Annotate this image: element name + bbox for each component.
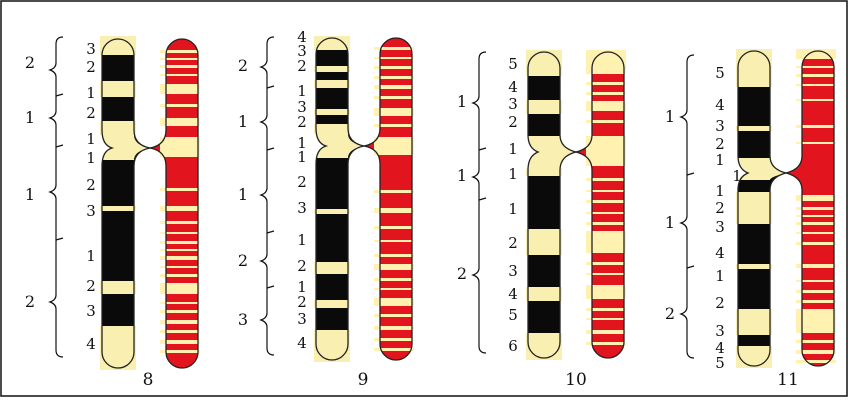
- band-label: 3: [297, 310, 307, 328]
- band-label: 2: [297, 113, 307, 131]
- region-label: 2: [457, 264, 467, 283]
- region-label: 1: [457, 92, 467, 111]
- band-label: 3: [508, 95, 518, 113]
- band-label: 1: [508, 140, 518, 158]
- band-label: 6: [508, 337, 518, 355]
- region-label: 2: [665, 304, 675, 323]
- pale-band: [100, 121, 136, 135]
- region-label: 1: [25, 108, 35, 127]
- band-label: 2: [715, 199, 725, 217]
- pale-band: [314, 330, 350, 362]
- region-label: 3: [238, 310, 248, 329]
- band-label: 2: [297, 257, 307, 275]
- region-label: 1: [665, 107, 675, 126]
- pale-band: [526, 100, 562, 114]
- band-label: 1: [508, 165, 518, 183]
- chromosome-number: 11: [777, 370, 799, 390]
- band-label: 4: [86, 335, 96, 353]
- band-label: 2: [297, 57, 307, 75]
- band-label: 3: [297, 199, 307, 217]
- band-label: 3: [715, 322, 725, 340]
- pale-band: [736, 126, 772, 131]
- band-label: 2: [86, 58, 96, 76]
- band-label: 4: [297, 334, 307, 352]
- band-label: 1: [715, 182, 725, 200]
- pale-band: [100, 281, 136, 294]
- band-label: 1: [297, 148, 307, 166]
- cream-band: [374, 137, 414, 155]
- band-label: 5: [508, 306, 518, 324]
- pale-band: [736, 49, 772, 87]
- pale-band: [314, 80, 350, 88]
- region-label: 1: [238, 112, 248, 131]
- band-label: 1: [508, 200, 518, 218]
- band-label: 2: [297, 293, 307, 311]
- band-label: 3: [508, 262, 518, 280]
- band-label: 2: [297, 173, 307, 191]
- band-label: 1: [86, 149, 96, 167]
- pale-band: [526, 287, 562, 301]
- band-label: 3: [715, 117, 725, 135]
- band-label: 1: [86, 84, 96, 102]
- band-label: 2: [508, 234, 518, 252]
- region-label: 1: [25, 185, 35, 204]
- band-label: 2: [86, 104, 96, 122]
- region-label: 1: [665, 213, 675, 232]
- band-label: 5: [715, 354, 725, 372]
- band-label: 2: [508, 113, 518, 131]
- region-label: 2: [25, 292, 35, 311]
- band-label: 2: [715, 294, 725, 312]
- band-label: 4: [715, 244, 725, 262]
- region-label: 1: [238, 185, 248, 204]
- pale-band: [526, 168, 562, 176]
- pale-band: [100, 326, 136, 370]
- band-label: 5: [715, 64, 725, 82]
- band-label: 3: [86, 40, 96, 58]
- chromosome-number: 9: [358, 370, 369, 390]
- pale-band: [526, 50, 562, 76]
- band-label: 1: [86, 247, 96, 265]
- band-label: 3: [86, 302, 96, 320]
- band-label: 1: [715, 151, 725, 169]
- band-label: 1: [297, 231, 307, 249]
- band-label: 2: [86, 277, 96, 295]
- cream-band: [586, 136, 626, 166]
- pale-band: [736, 192, 772, 224]
- pale-band: [736, 346, 772, 368]
- band-label: 1: [715, 267, 725, 285]
- pale-band: [736, 264, 772, 269]
- pale-band: [314, 109, 350, 115]
- pale-band: [100, 206, 136, 211]
- pale-band: [314, 124, 350, 134]
- region-label: 1: [457, 166, 467, 185]
- region-label: 2: [25, 53, 35, 72]
- pale-band: [314, 209, 350, 214]
- cream-band: [160, 137, 200, 157]
- band-label: 5: [508, 55, 518, 73]
- band-label: 3: [86, 202, 96, 220]
- band-label: 4: [508, 78, 518, 96]
- band-label: 1: [86, 130, 96, 148]
- pale-band: [100, 81, 136, 97]
- pale-band: [314, 66, 350, 72]
- chromosome-number: 10: [565, 370, 587, 390]
- pale-band: [314, 300, 350, 308]
- band-label: 4: [508, 285, 518, 303]
- pale-band: [526, 333, 562, 360]
- pale-band: [526, 229, 562, 255]
- region-label: 2: [238, 251, 248, 270]
- band-label: 2: [86, 176, 96, 194]
- pale-band: [736, 309, 772, 335]
- region-label: 2: [238, 56, 248, 75]
- band-label: 4: [715, 96, 725, 114]
- pale-band: [314, 262, 350, 274]
- band-label: 3: [715, 218, 725, 236]
- chromosome-number: 8: [143, 370, 154, 390]
